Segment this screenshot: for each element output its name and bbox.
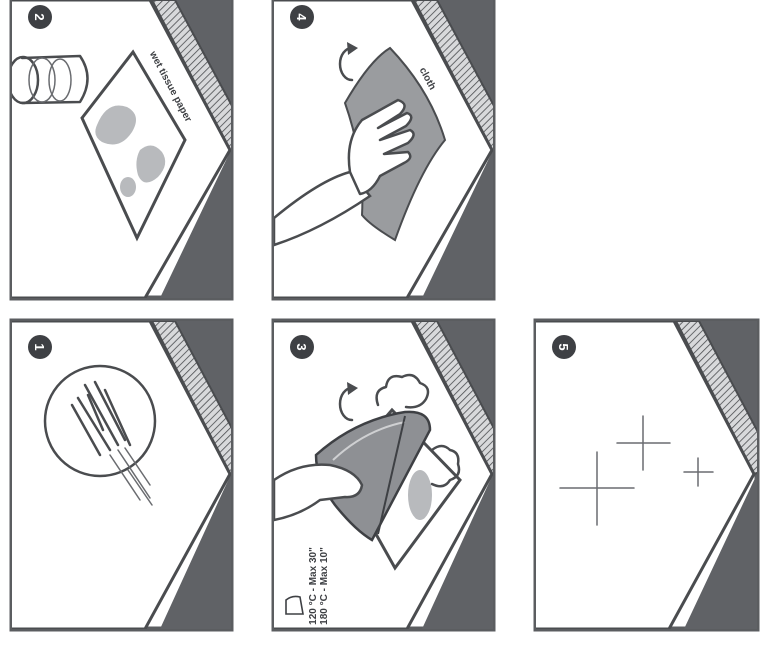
step-number: 1: [32, 343, 47, 350]
panel-step-5: 5: [524, 321, 772, 629]
step-number: 3: [294, 343, 309, 350]
temperature-line-2: 180 °C - Max 10": [319, 547, 330, 625]
panel-step-3: 3 120 °C - Max 30" 180 °C - Max 10": [262, 321, 514, 629]
panel-step-1: 1: [0, 321, 252, 629]
step-number: 5: [556, 343, 571, 350]
panel-step-4: 4 cloth: [262, 0, 514, 298]
step-number: 2: [32, 13, 47, 20]
step-number: 4: [294, 13, 309, 21]
stain-shape: [408, 470, 432, 520]
panel-step-2: 2 wet tissue paper: [0, 0, 252, 298]
stain-shape: [120, 177, 136, 197]
temperature-line-1: 120 °C - Max 30": [308, 547, 319, 625]
